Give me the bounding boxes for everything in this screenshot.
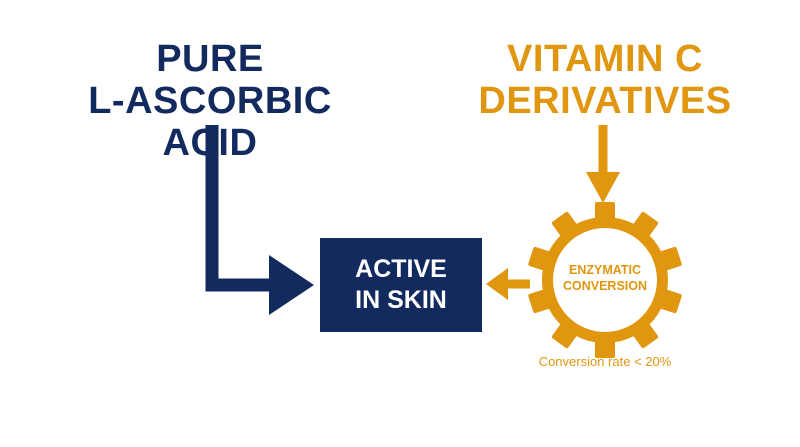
gear-label-line2: CONVERSION [562, 279, 648, 293]
enzymatic-conversion-label: ENZYMATIC CONVERSION [548, 262, 662, 294]
gear-to-box-arrow-head [486, 268, 508, 300]
gear-label-line1: ENZYMATIC [569, 263, 641, 277]
left-arrow-head [269, 255, 314, 315]
title-left-line2: L-ASCORBIC ACID [88, 80, 332, 164]
gear-icon [528, 202, 682, 358]
conversion-rate-note: Conversion rate < 20% [538, 354, 672, 369]
left-arrow-shaft [205, 125, 280, 292]
active-in-skin-box: ACTIVE IN SKIN [320, 238, 482, 332]
vitamin-c-derivatives-title: VITAMIN C DERIVATIVES [475, 38, 735, 122]
right-down-arrow-head [586, 172, 620, 203]
title-right-line1: VITAMIN C [507, 38, 703, 80]
pure-l-ascorbic-acid-title: PURE L-ASCORBIC ACID [40, 38, 380, 164]
title-right-line2: DERIVATIVES [478, 80, 732, 122]
title-left-line1: PURE [156, 38, 264, 80]
active-box-line1: ACTIVE [355, 255, 447, 283]
active-box-line2: IN SKIN [355, 286, 447, 314]
